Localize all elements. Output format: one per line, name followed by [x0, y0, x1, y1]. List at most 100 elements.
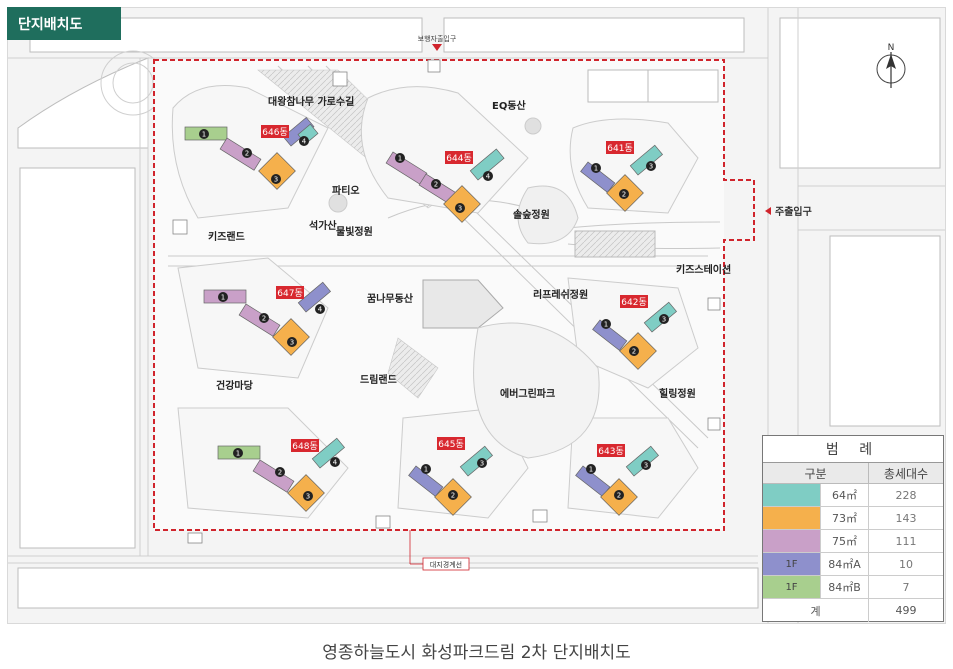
badge-644: 644동 [446, 153, 471, 164]
building-badges: 646동 644동 641동 647동 642동 648동 645동 643동 [261, 125, 648, 457]
label-kidsstation: 키즈스테이션 [676, 263, 731, 276]
svg-text:2: 2 [262, 315, 266, 323]
label-solsup: 솔숲정원 [513, 208, 550, 221]
legend-row: 64㎡ 228 [763, 484, 943, 507]
legend-count: 143 [895, 511, 917, 525]
pedestrian-entrance: 보행자출입구 [418, 34, 457, 51]
svg-text:4: 4 [318, 306, 323, 314]
label-mulbit: 물빛정원 [336, 225, 373, 238]
legend-swatch-84b: 1F [763, 576, 821, 598]
svg-text:3: 3 [662, 316, 666, 324]
label-eq: EQ동산 [492, 99, 527, 112]
svg-text:3: 3 [290, 339, 294, 347]
svg-text:2: 2 [622, 191, 626, 199]
legend-swatch-84a: 1F [763, 553, 821, 575]
svg-text:4: 4 [486, 173, 491, 181]
legend-swatch-75 [763, 530, 821, 552]
svg-text:1: 1 [398, 155, 402, 163]
svg-text:2: 2 [245, 150, 249, 158]
badge-647: 647동 [277, 288, 302, 299]
label-kidsland: 키즈랜드 [208, 230, 245, 243]
legend-row: 1F 84㎡B 7 [763, 576, 943, 599]
label-patio: 파티오 [332, 184, 360, 197]
legend-title: 범 례 [763, 436, 943, 463]
svg-text:1: 1 [221, 294, 225, 302]
legend-total-label: 계 [763, 599, 869, 622]
svg-text:주출입구: 주출입구 [775, 205, 812, 218]
svg-text:3: 3 [274, 176, 278, 184]
boundary-marker: 대지경계선 [409, 530, 470, 571]
badge-641: 641동 [607, 143, 632, 154]
legend-row: 73㎡ 143 [763, 507, 943, 530]
badge-643: 643동 [598, 446, 623, 457]
site-plan-map: 646동 644동 641동 647동 642동 648동 645동 643동 … [7, 7, 946, 624]
legend-row: 75㎡ 111 [763, 530, 943, 553]
svg-text:1: 1 [236, 450, 240, 458]
svg-text:4: 4 [302, 138, 307, 146]
legend-type: 64㎡ [821, 484, 869, 506]
badge-642: 642동 [621, 297, 646, 308]
label-kkumnamu: 꿈나무동산 [367, 292, 414, 305]
svg-text:2: 2 [278, 469, 282, 477]
label-dreamland: 드림랜드 [360, 373, 397, 386]
svg-text:3: 3 [644, 462, 648, 470]
svg-text:N: N [888, 43, 895, 53]
label-healing: 힐링정원 [659, 387, 696, 400]
pedestrian-entrance-arrow-icon [432, 44, 442, 51]
legend-type: 73㎡ [821, 507, 869, 529]
svg-text:1: 1 [424, 466, 428, 474]
legend-count: 10 [899, 557, 913, 571]
label-daewang: 대왕참나무 가로수길 [268, 95, 354, 108]
small-structures [172, 59, 721, 544]
north-compass-icon: N [876, 43, 906, 88]
svg-text:1: 1 [589, 466, 593, 474]
facility-labels: 대왕참나무 가로수길 EQ동산 파티오 석가산 물빛정원 솔숲정원 키즈랜드 키… [208, 95, 731, 400]
label-evergreen: 에버그린파크 [500, 387, 555, 400]
road-lines [8, 8, 945, 623]
svg-text:2: 2 [632, 348, 636, 356]
main-entrance-arrow-icon [765, 207, 771, 215]
site-plan-drawing: 646동 644동 641동 647동 642동 648동 645동 643동 … [8, 8, 945, 623]
svg-text:3: 3 [649, 163, 653, 171]
legend-type: 84㎡A [821, 553, 869, 575]
legend-count: 7 [902, 580, 910, 594]
badge-646: 646동 [262, 127, 287, 138]
legend-count: 228 [895, 488, 917, 502]
legend-type: 84㎡B [821, 576, 869, 598]
building-643[interactable] [575, 445, 660, 516]
legend-panel: 범 례 구분 총세대수 64㎡ 228 73㎡ 143 75㎡ 111 1F 8… [762, 435, 944, 622]
legend-type: 75㎡ [821, 530, 869, 552]
legend-swatch-64 [763, 484, 821, 506]
svg-text:3: 3 [458, 205, 462, 213]
label-seokgasan: 석가산 [309, 219, 337, 232]
legend-total-row: 계 499 [763, 599, 943, 622]
label-refresh: 리프레쉬정원 [533, 288, 588, 301]
page-title-tab: 단지배치도 [7, 7, 121, 40]
svg-text:대지경계선: 대지경계선 [430, 560, 462, 569]
svg-text:4: 4 [333, 459, 338, 467]
label-health: 건강마당 [216, 379, 254, 392]
svg-text:2: 2 [451, 492, 455, 500]
legend-swatch-73 [763, 507, 821, 529]
svg-text:3: 3 [306, 493, 310, 501]
unit-markers: 1 2 3 4 1 2 3 4 1 2 3 1 2 3 4 1 2 3 1 2 … [199, 129, 669, 501]
legend-header-type: 구분 [763, 463, 869, 483]
svg-text:1: 1 [594, 165, 598, 173]
legend-count: 111 [895, 534, 917, 548]
map-caption: 영종하늘도시 화성파크드림 2차 단지배치도 [322, 643, 631, 663]
main-entrance: 주출입구 [765, 205, 812, 218]
badge-645: 645동 [438, 439, 463, 450]
svg-text:3: 3 [480, 460, 484, 468]
svg-text:2: 2 [434, 181, 438, 189]
site-boundary-line [153, 59, 755, 531]
svg-text:2: 2 [617, 492, 621, 500]
legend-header-count: 총세대수 [883, 466, 929, 481]
svg-text:보행자출입구: 보행자출입구 [418, 34, 457, 43]
badge-648: 648동 [292, 441, 317, 452]
legend-total-value: 499 [895, 604, 917, 617]
legend-row: 1F 84㎡A 10 [763, 553, 943, 576]
svg-text:1: 1 [604, 321, 608, 329]
page-title: 단지배치도 [18, 16, 83, 33]
svg-text:1: 1 [202, 131, 206, 139]
legend-header: 구분 총세대수 [763, 463, 943, 484]
